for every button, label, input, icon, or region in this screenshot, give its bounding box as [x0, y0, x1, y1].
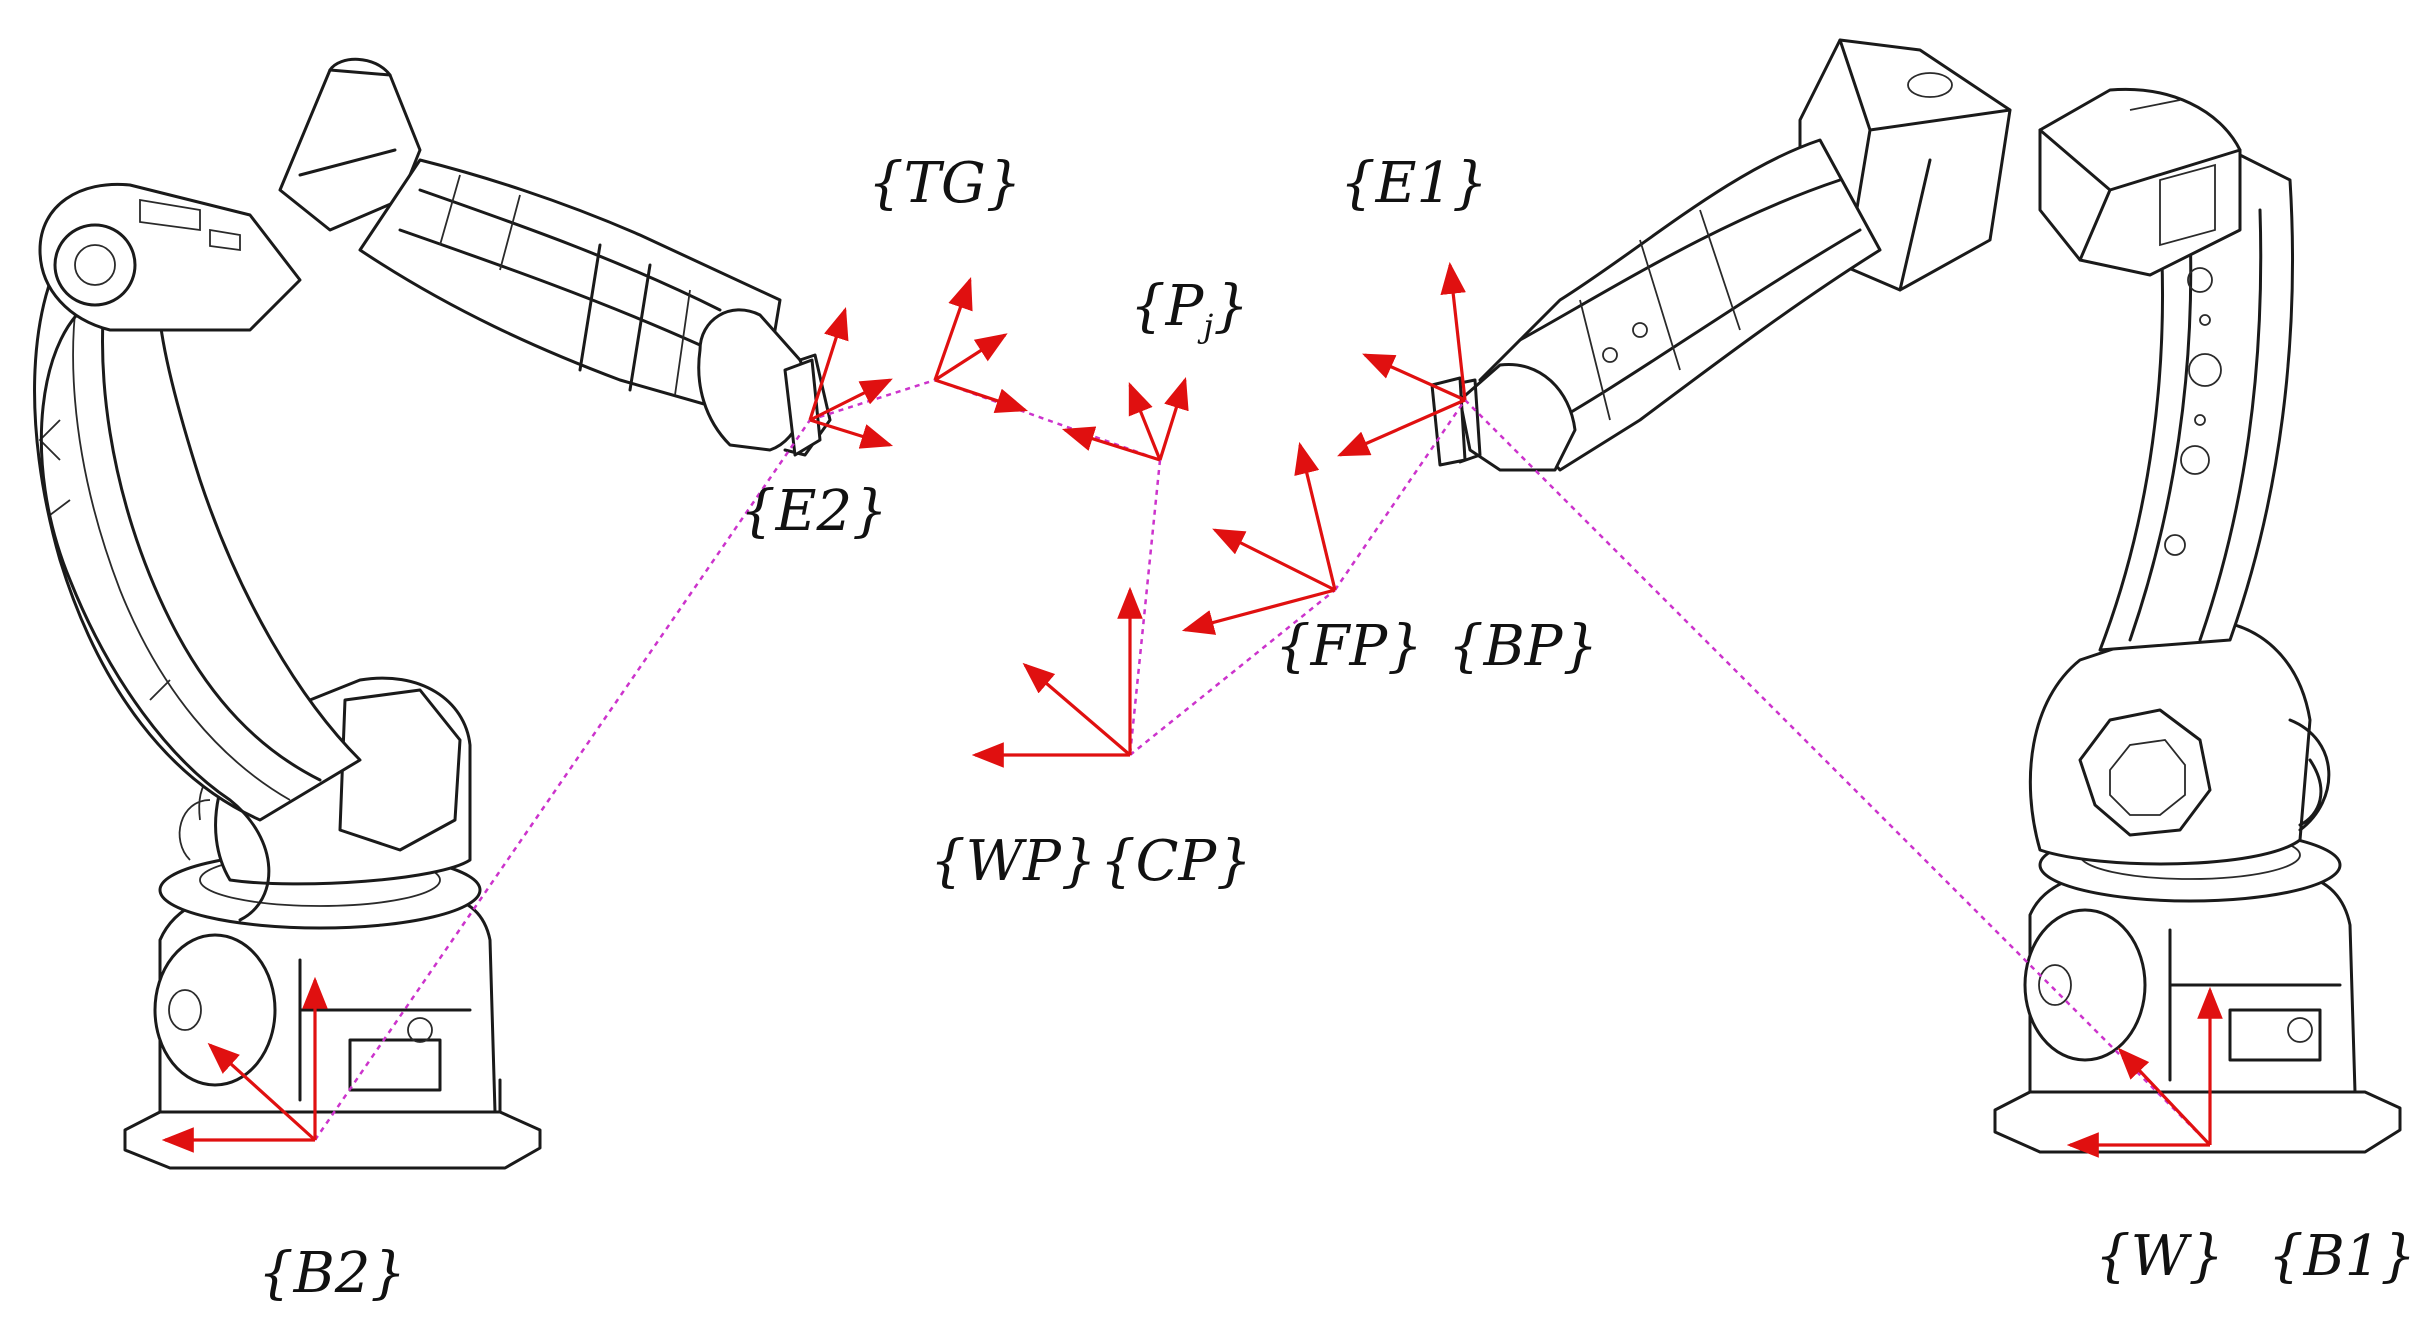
label-CP: {CP} [1100, 829, 1252, 894]
frame-B2-axis-2 [207, 1042, 317, 1142]
frame-E2-axis-1 [808, 306, 849, 421]
robot-right-wrist [1458, 362, 1577, 472]
chain-segment [1129, 589, 1336, 756]
frame-Pj [1061, 376, 1189, 462]
frame-E2-axis-2 [809, 378, 893, 422]
label-FP: {FP} [1275, 614, 1423, 679]
frame-TG-axis-1 [933, 276, 973, 381]
frame-E1 [1337, 261, 1467, 457]
label-E1: {E1} [1340, 151, 1488, 216]
robot-right-forearm [1478, 138, 1882, 472]
label-BP: {BP} [1448, 614, 1598, 679]
robot-right-octagon-joint [2078, 708, 2212, 837]
kinematic-chain [313, 378, 2211, 1146]
label-B2: {B2} [258, 1241, 406, 1306]
frame-FP [1181, 441, 1337, 635]
frame-labels: {TG} {E1} {Pj} {E2} {FP} {BP} {WP} {CP} … [258, 151, 2416, 1306]
robot-right-shoulder [2028, 618, 2312, 866]
frame-FP-axis-1 [1294, 441, 1337, 591]
label-W: {W} [2095, 1224, 2224, 1289]
robot-left-flange [783, 358, 822, 457]
frame-B2 [161, 976, 328, 1153]
robot-left [33, 57, 832, 1170]
frame-Pj-axis-2 [1128, 382, 1162, 461]
frame-E1-axis-3 [1337, 398, 1466, 457]
chain-segment [1128, 459, 1162, 756]
label-WP: {WP} [930, 829, 1097, 894]
frame-TG [933, 276, 1029, 414]
frame-Pj-axis-1 [1158, 376, 1189, 461]
chain-segment [1333, 399, 1467, 591]
frame-B1 [2066, 986, 2223, 1158]
frame-FP-axis-2 [1212, 528, 1336, 592]
frame-WP [971, 586, 1143, 768]
robot-right-motor-disc [2023, 908, 2147, 1062]
label-Pj-main: {P [1130, 274, 1205, 339]
robot-right [1430, 38, 2402, 1154]
frame-TG-axis-3 [934, 378, 1029, 414]
frame-E1-axis-2 [1362, 353, 1466, 402]
chain-segment [809, 378, 936, 422]
label-TG: {TG} [868, 151, 1021, 216]
frame-E1-axis-1 [1440, 261, 1467, 401]
label-E2: {E2} [740, 479, 888, 544]
robot-right-base-plate [1993, 1090, 2402, 1154]
robot-right-lower-arm [2098, 148, 2294, 652]
frame-TG-axis-2 [934, 333, 1008, 382]
frame-WP-axis-2 [1022, 662, 1132, 757]
frame-FP-axis-3 [1181, 588, 1336, 635]
label-Pj-close: } [1213, 274, 1249, 339]
frame-B1-axis-2 [2117, 1047, 2212, 1147]
frame-E2-axis-3 [809, 418, 894, 449]
label-B1: {B1} [2268, 1224, 2416, 1289]
frame-E2 [808, 306, 894, 449]
robot-left-motor-disc [153, 933, 277, 1087]
robot-left-cable-hose [39, 298, 271, 922]
frame-Pj-axis-3 [1061, 426, 1161, 462]
coordinate-frames [161, 261, 2223, 1158]
label-Pj: {Pj} [1130, 274, 1249, 345]
